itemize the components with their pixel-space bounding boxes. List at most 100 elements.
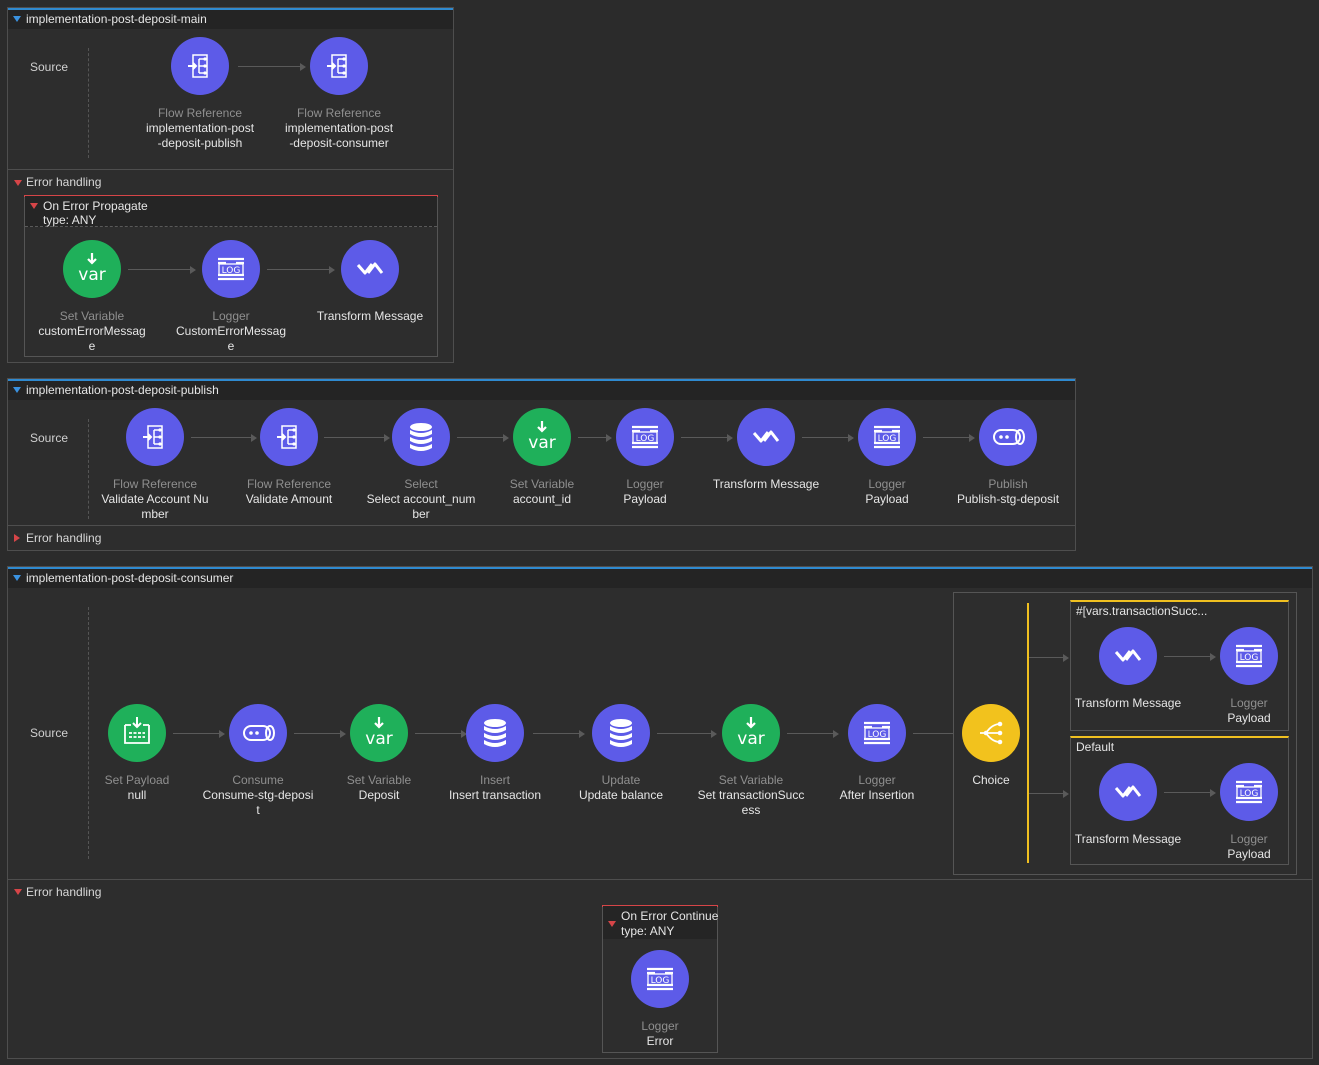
- database-icon: [592, 704, 650, 762]
- flow-node[interactable]: Flow Reference implementation-post-depos…: [140, 37, 260, 151]
- source-divider: [88, 419, 89, 519]
- svg-text:LOG: LOG: [878, 434, 897, 444]
- transform-icon: [1099, 763, 1157, 821]
- node-name: Insert transaction: [448, 788, 542, 802]
- flow-node[interactable]: LOG Logger Payload: [1189, 763, 1309, 862]
- flow-reference-icon: [310, 37, 368, 95]
- flow-reference-icon: [260, 408, 318, 466]
- database-icon: [466, 704, 524, 762]
- collapse-toggle-icon[interactable]: [13, 575, 21, 581]
- on-error-continue-scope[interactable]: On Error Continue type: ANY LOG Logger E…: [602, 905, 718, 1053]
- flow-node[interactable]: var Set Variable account_id: [482, 408, 602, 507]
- flow-node[interactable]: Set Payload null: [77, 704, 197, 803]
- flow-node[interactable]: var Set Variable Set transactionSuccess: [691, 704, 811, 818]
- on-error-propagate-scope[interactable]: On Error Propagate type: ANY var Set Var…: [24, 195, 438, 357]
- svg-text:LOG: LOG: [868, 730, 887, 740]
- node-name: Payload: [623, 492, 667, 506]
- error-handling-label[interactable]: Error handling: [26, 175, 102, 189]
- flow-node[interactable]: Flow Reference implementation-post-depos…: [279, 37, 399, 151]
- connector-arrow: [191, 433, 257, 442]
- flow-node[interactable]: var Set Variable Deposit: [319, 704, 439, 803]
- log-icon: LOG: [616, 408, 674, 466]
- svg-text:LOG: LOG: [651, 976, 670, 986]
- flow-node[interactable]: Insert Insert transaction: [435, 704, 555, 803]
- flow-node[interactable]: LOG Logger Payload: [827, 408, 947, 507]
- flow-implementation-post-deposit-consumer[interactable]: implementation-post-deposit-consumer Sou…: [7, 566, 1313, 1059]
- node-name: customErrorMessage: [38, 324, 146, 353]
- svg-text:LOG: LOG: [636, 434, 655, 444]
- flow-node[interactable]: Flow Reference Validate Account Number: [95, 408, 215, 522]
- connector-arrow: [533, 729, 585, 738]
- flow-node[interactable]: Consume Consume-stg-deposit: [198, 704, 318, 818]
- error-toggle-icon[interactable]: [14, 180, 22, 186]
- collapse-toggle-icon[interactable]: [13, 387, 21, 393]
- connector-arrow: [238, 62, 306, 71]
- flow-node[interactable]: LOG Logger Payload: [1189, 627, 1309, 726]
- node-type: Logger: [641, 1019, 679, 1033]
- error-handling-label[interactable]: Error handling: [26, 531, 102, 545]
- log-icon: LOG: [858, 408, 916, 466]
- flow-implementation-post-deposit-main[interactable]: implementation-post-deposit-main Source …: [7, 7, 454, 363]
- connector-arrow: [578, 433, 612, 442]
- flow-header[interactable]: implementation-post-deposit-consumer: [8, 567, 1312, 588]
- var-icon: var: [63, 240, 121, 298]
- choice-node[interactable]: Choice: [931, 704, 1051, 788]
- flow-node[interactable]: Transform Message: [310, 240, 430, 324]
- node-name: Payload: [1227, 847, 1271, 861]
- node-name: CustomErrorMessage: [175, 324, 287, 353]
- transform-icon: [737, 408, 795, 466]
- flow-node[interactable]: Flow Reference Validate Amount: [229, 408, 349, 507]
- connector-arrow: [681, 433, 733, 442]
- connector-arrow: [1164, 788, 1216, 797]
- error-toggle-icon[interactable]: [14, 534, 20, 542]
- connector-arrow: [128, 265, 196, 274]
- scope-header[interactable]: On Error Propagate type: ANY: [25, 196, 437, 227]
- flow-node[interactable]: Transform Message: [706, 408, 826, 492]
- choice-route-default[interactable]: Default Transform Message LOG Logger Pay…: [1070, 736, 1289, 865]
- scope-subtitle: type: ANY: [43, 213, 97, 227]
- error-toggle-icon[interactable]: [14, 889, 22, 895]
- connector-arrow: [923, 433, 975, 442]
- node-type: Consume: [232, 773, 284, 787]
- scope-toggle-icon[interactable]: [30, 203, 38, 209]
- route-title: #[vars.transactionSucc...: [1076, 604, 1208, 618]
- connector-arrow: [657, 729, 717, 738]
- flow-node[interactable]: Select Select account_number: [361, 408, 481, 522]
- flow-title: implementation-post-deposit-consumer: [26, 571, 234, 585]
- scope-toggle-icon[interactable]: [608, 921, 616, 927]
- node-type: Flow Reference: [296, 106, 382, 120]
- flow-implementation-post-deposit-publish[interactable]: implementation-post-deposit-publish Sour…: [7, 378, 1076, 551]
- flow-node[interactable]: LOG Logger Error: [600, 950, 720, 1049]
- error-handling-label[interactable]: Error handling: [26, 885, 102, 899]
- node-name: Payload: [865, 492, 909, 506]
- flow-node[interactable]: var Set Variable customErrorMessage: [32, 240, 152, 354]
- choice-router[interactable]: Choice #[vars.transactionSucc... Transfo…: [953, 592, 1297, 875]
- collapse-toggle-icon[interactable]: [13, 16, 21, 22]
- node-name: Consume-stg-deposit: [202, 788, 314, 817]
- node-name: Choice: [972, 773, 1010, 787]
- flow-node[interactable]: LOG Logger CustomErrorMessage: [171, 240, 291, 354]
- node-name: Payload: [1227, 711, 1271, 725]
- transform-icon: [341, 240, 399, 298]
- error-section-divider: [8, 525, 1075, 526]
- node-name: Validate Account Number: [101, 492, 209, 521]
- connector-arrow: [267, 265, 335, 274]
- node-type: Flow Reference: [246, 477, 332, 491]
- scope-header[interactable]: On Error Continue type: ANY: [603, 906, 718, 939]
- flow-node[interactable]: Publish Publish-stg-deposit: [948, 408, 1068, 507]
- flow-header[interactable]: implementation-post-deposit-main: [8, 8, 453, 29]
- flow-node[interactable]: Update Update balance: [561, 704, 681, 803]
- flow-node[interactable]: Transform Message: [1068, 763, 1188, 847]
- scope-subtitle: type: ANY: [621, 924, 675, 938]
- node-name: Transform Message: [712, 477, 820, 491]
- flow-header[interactable]: implementation-post-deposit-publish: [8, 379, 1075, 400]
- node-type: Flow Reference: [112, 477, 198, 491]
- connector-arrow: [1029, 789, 1069, 798]
- flow-node[interactable]: Transform Message: [1068, 627, 1188, 711]
- node-type: Publish: [988, 477, 1028, 491]
- flow-node[interactable]: LOG Logger After Insertion: [817, 704, 937, 803]
- choice-route-when[interactable]: #[vars.transactionSucc... Transform Mess…: [1070, 600, 1289, 731]
- node-type: Update: [601, 773, 641, 787]
- connector-arrow: [294, 729, 346, 738]
- flow-node[interactable]: LOG Logger Payload: [585, 408, 705, 507]
